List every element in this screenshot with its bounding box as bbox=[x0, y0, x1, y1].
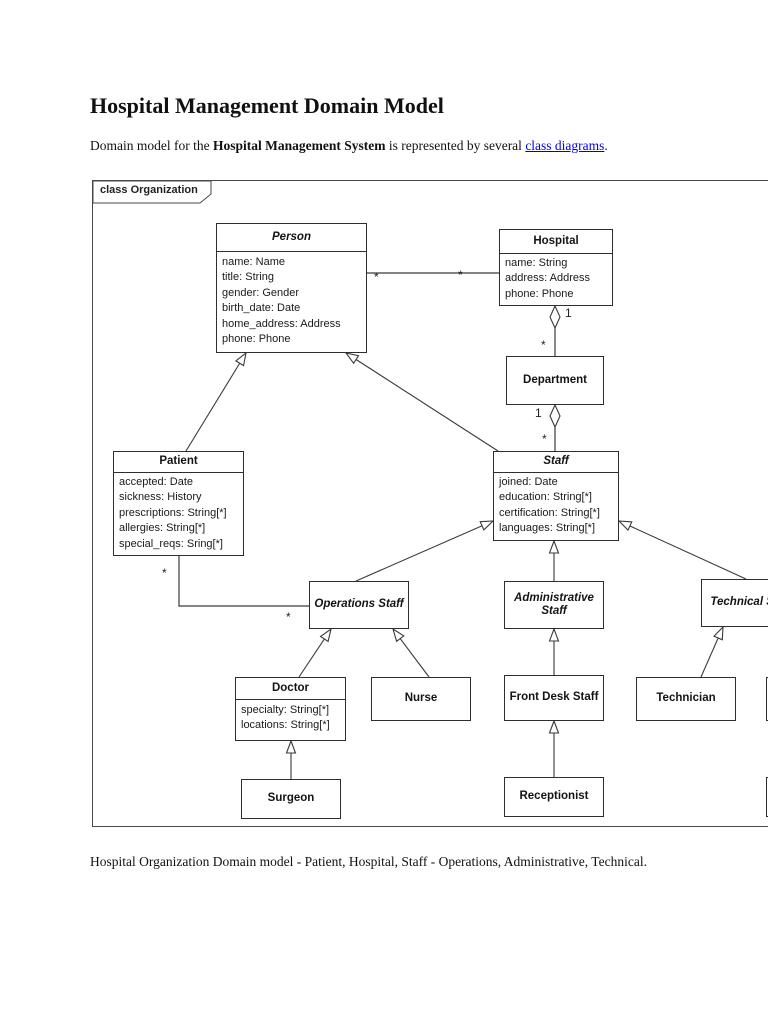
attribute: home_address: Address bbox=[222, 317, 341, 330]
class-surgeon-name: Surgeon bbox=[267, 792, 315, 805]
aggregation-diamond-department bbox=[549, 403, 561, 429]
multiplicity-label: 1 bbox=[565, 306, 572, 320]
class-receptionist: Receptionist bbox=[504, 777, 604, 817]
class-patient-name: Patient bbox=[114, 452, 243, 473]
attribute: accepted: Date bbox=[119, 476, 193, 488]
class-technical-staff: Technical Staff bbox=[701, 579, 768, 627]
attribute: specialty: String[*] bbox=[241, 704, 330, 716]
class-staff: Staff joined: Date education: String[*] … bbox=[493, 451, 619, 541]
attribute: title: String bbox=[222, 271, 274, 284]
generalization-technical-staff bbox=[617, 520, 747, 580]
class-front-desk-staff: Front Desk Staff bbox=[504, 675, 604, 721]
multiplicity-label: * bbox=[542, 432, 547, 446]
attribute: sickness: History bbox=[119, 491, 202, 504]
multiplicity-label: * bbox=[374, 270, 379, 284]
caption: Hospital Organization Domain model - Pat… bbox=[90, 854, 647, 869]
page-title: Hospital Management Domain Model bbox=[90, 93, 444, 118]
uml-frame: class Organization bbox=[92, 180, 768, 827]
class-administrative-staff: Administrative Staff bbox=[504, 581, 604, 629]
attribute: prescriptions: String[*] bbox=[119, 506, 227, 519]
intro-text-1: Domain model for the bbox=[90, 138, 213, 153]
attribute: gender: Gender bbox=[222, 286, 300, 299]
assoc-patient-operations bbox=[178, 556, 309, 607]
generalization-patient-person bbox=[185, 351, 247, 452]
attribute: special_reqs: Sring[*] bbox=[119, 537, 223, 550]
multiplicity-label: * bbox=[286, 610, 291, 624]
intro-text-2: is represented by several bbox=[385, 138, 526, 153]
attribute: allergies: String[*] bbox=[119, 522, 206, 535]
multiplicity-label: * bbox=[162, 566, 167, 580]
class-hospital-name: Hospital bbox=[500, 230, 612, 254]
class-patient: Patient accepted: Date sickness: History… bbox=[113, 451, 244, 556]
generalization-staff-person bbox=[344, 352, 499, 452]
partial-class-box bbox=[766, 677, 768, 721]
class-nurse-name: Nurse bbox=[404, 692, 438, 705]
intro-text-3: . bbox=[604, 138, 608, 153]
multiplicity-label: 1 bbox=[535, 406, 542, 420]
attribute: name: Name bbox=[222, 256, 285, 268]
multiplicity-label: * bbox=[458, 268, 463, 282]
generalization-nurse-operations bbox=[392, 627, 430, 678]
generalization-doctor-operations bbox=[298, 627, 332, 678]
class-department: Department bbox=[506, 356, 604, 405]
class-diagrams-link[interactable]: class diagrams bbox=[525, 138, 605, 153]
class-staff-name: Staff bbox=[494, 452, 618, 473]
intro-bold-text: Hospital Management System bbox=[212, 138, 386, 153]
attribute: phone: Phone bbox=[222, 333, 291, 346]
partial-class-box bbox=[766, 777, 768, 817]
generalization-operations-staff bbox=[355, 520, 495, 582]
intro-paragraph: Domain model for the Hospital Management… bbox=[90, 138, 730, 154]
class-operations-staff: Operations Staff bbox=[309, 581, 409, 629]
multiplicity-label: * bbox=[541, 338, 546, 352]
attribute: phone: Phone bbox=[505, 287, 574, 300]
attribute: certification: String[*] bbox=[499, 506, 600, 519]
class-administrative-staff-name: Administrative Staff bbox=[514, 591, 594, 617]
class-person-attributes: name: Name title: String gender: Gender … bbox=[217, 252, 366, 347]
class-technician: Technician bbox=[636, 677, 736, 721]
class-operations-staff-name: Operations Staff bbox=[314, 598, 404, 611]
attribute: birth_date: Date bbox=[222, 302, 301, 315]
attribute: education: String[*] bbox=[499, 491, 592, 504]
class-patient-attributes: accepted: Date sickness: History prescri… bbox=[114, 473, 243, 552]
attribute: name: String bbox=[505, 257, 568, 269]
class-technician-name: Technician bbox=[656, 692, 716, 705]
frame-label: class Organization bbox=[100, 184, 198, 196]
class-hospital-attributes: name: String address: Address phone: Pho… bbox=[500, 254, 612, 302]
class-person: Person name: Name title: String gender: … bbox=[216, 223, 367, 353]
class-doctor-name: Doctor bbox=[236, 678, 345, 700]
class-hospital: Hospital name: String address: Address p… bbox=[499, 229, 613, 306]
attribute: address: Address bbox=[505, 272, 590, 285]
attribute: locations: String[*] bbox=[241, 719, 330, 732]
class-doctor: Doctor specialty: String[*] locations: S… bbox=[235, 677, 346, 741]
attribute: languages: String[*] bbox=[499, 522, 596, 535]
attribute: joined: Date bbox=[499, 476, 558, 488]
class-doctor-attributes: specialty: String[*] locations: String[*… bbox=[236, 700, 345, 734]
class-person-name: Person bbox=[217, 224, 366, 252]
class-nurse: Nurse bbox=[371, 677, 471, 721]
generalization-technician-technical bbox=[700, 625, 724, 678]
class-receptionist-name: Receptionist bbox=[519, 790, 589, 803]
class-department-name: Department bbox=[523, 373, 587, 386]
class-front-desk-staff-name: Front Desk Staff bbox=[509, 691, 599, 704]
class-surgeon: Surgeon bbox=[241, 779, 341, 819]
class-staff-attributes: joined: Date education: String[*] certif… bbox=[494, 473, 618, 537]
class-technical-staff-name: Technical Staff bbox=[710, 596, 768, 609]
aggregation-diamond-hospital bbox=[549, 304, 561, 330]
